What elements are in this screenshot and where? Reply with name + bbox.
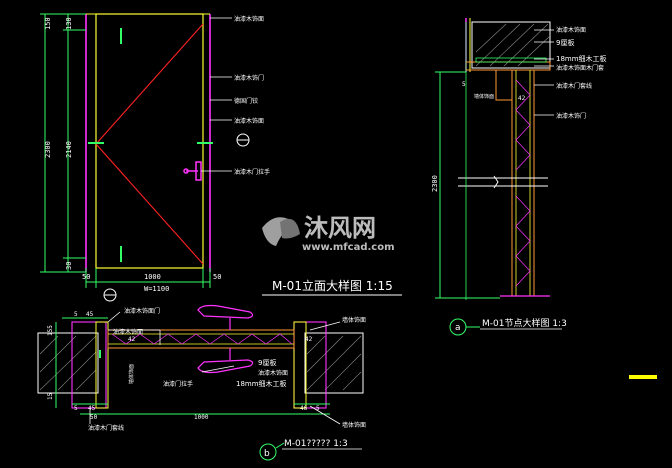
dim-text: 1000: [194, 414, 209, 421]
dim-text: 45: [86, 311, 94, 318]
section-marker-icon: [103, 288, 117, 302]
dim-text: 5: [316, 405, 320, 412]
wall-block: [471, 21, 551, 69]
section-b-title: M-01????? 1:3: [284, 439, 348, 449]
dim-text: 5: [74, 311, 78, 318]
callout-label: 油漆门拉手: [163, 380, 193, 388]
callout-label: 墙体饰面: [128, 364, 135, 384]
break-symbol: [493, 175, 499, 189]
watermark: 沐风网 www.mfcad.com: [262, 214, 395, 253]
callout-label: 油漆木饰门: [556, 112, 586, 120]
swing-line-upper: [95, 23, 204, 145]
dim-text: 46: [300, 405, 308, 412]
callout-label: 9厘板: [556, 38, 574, 47]
frame-left: [71, 321, 107, 409]
callout-label: 油漆木门套线: [88, 424, 124, 432]
callout-label: 油漆木饰面: [113, 328, 143, 336]
dim-text: 5: [462, 81, 466, 88]
width-note: W=1100: [144, 285, 169, 293]
section-b: 5 45 155 15 42 42 5 45 50 1000 46 5 油漆木饰…: [37, 304, 366, 461]
callout-label: 油漆木饰面: [234, 15, 264, 23]
dim-text: 42: [128, 336, 136, 343]
leaf-hatch: [111, 333, 293, 345]
board-layer: [475, 57, 547, 63]
dim-text: 50: [213, 273, 221, 281]
watermark-brand: 沐风网: [304, 214, 376, 242]
callout-label: 油漆木饰面木门套: [556, 64, 604, 72]
dim-text: 130: [65, 17, 73, 30]
leader-line: [275, 442, 285, 449]
section-a: 2300 5 42 墙体饰面 油漆木饰面 9厘板 18mm细木工板 油漆木饰面木…: [431, 18, 607, 336]
dim-text: 5: [74, 405, 78, 412]
callout-label: 墙体饰面: [342, 316, 366, 324]
detail-marker-b-icon: [259, 443, 277, 461]
dim-text: 2140: [65, 141, 73, 158]
dim-text: 2300: [44, 141, 52, 158]
dim-text: 155: [47, 325, 54, 336]
dim-text: 42: [305, 336, 313, 343]
swing-line-lower: [95, 143, 204, 265]
dim-text: 30: [65, 262, 73, 270]
jamb-right: [293, 321, 307, 409]
callout-label: 油漆木饰门: [234, 74, 264, 82]
callout-label: 油漆木饰面: [556, 26, 586, 34]
door-elevation: 150 130 2140 2300 30 50 1000 50 W=1100 油…: [40, 13, 402, 302]
detail-marker-icon: [236, 133, 250, 147]
section-a-title: M-01节点大样图 1:3: [482, 317, 567, 329]
handle-icon: [197, 304, 254, 374]
wall-left: [37, 332, 99, 394]
marker-letter: b: [264, 449, 270, 459]
callout-label: 18mm细木工板: [556, 54, 607, 63]
callout-label: 德国门铰: [234, 97, 258, 105]
watermark-logo-icon: [262, 217, 300, 246]
callout-label: 墙体饰面: [342, 421, 366, 429]
door-leaf-plan: [107, 329, 295, 349]
watermark-url: www.mfcad.com: [302, 242, 395, 253]
color-bar: [629, 375, 657, 379]
callout-label: 油漆木饰面: [258, 369, 288, 377]
small-label: 墙体饰面: [474, 93, 494, 100]
callout-label: 油漆木门拉手: [234, 168, 270, 176]
callout-label: 油漆木饰面: [234, 117, 264, 125]
jamb-left: [95, 321, 109, 409]
dim-text: 150: [44, 17, 52, 30]
callout-label: 油漆木饰面门: [124, 307, 160, 315]
dim-text: 1000: [144, 273, 161, 281]
wall-right: [304, 332, 364, 394]
dim-text: 15: [47, 392, 54, 400]
dim-text: 2300: [431, 175, 439, 192]
callout-label: 18mm细木工板: [236, 379, 287, 388]
dim-text: 45: [88, 405, 96, 412]
dim-text: 42: [518, 95, 526, 102]
dim-text: 50: [82, 273, 90, 281]
callout-label: 油漆木门套线: [556, 82, 592, 90]
callout-label: 9厘板: [258, 358, 276, 367]
elevation-title: M-01立面大样图 1:15: [272, 278, 393, 293]
dim-text: 50: [90, 414, 98, 421]
marker-letter: a: [455, 323, 461, 333]
frame-piece: [495, 69, 513, 101]
